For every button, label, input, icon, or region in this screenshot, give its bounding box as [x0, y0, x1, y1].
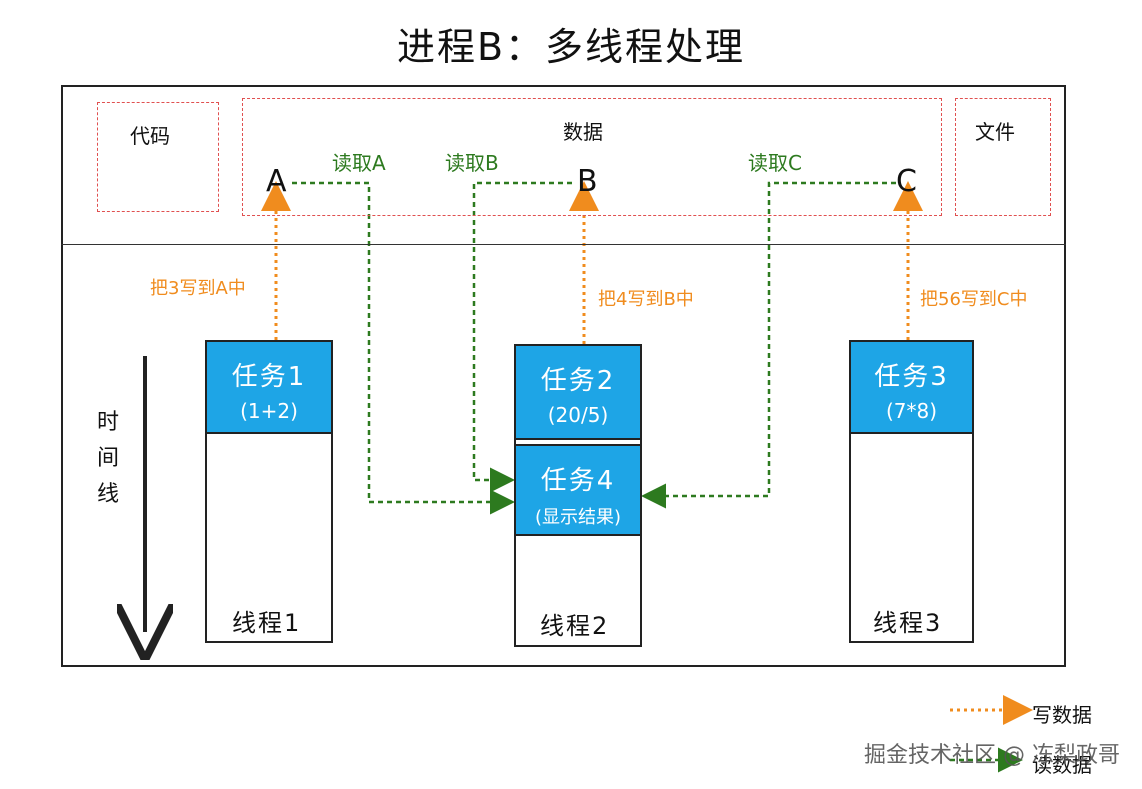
thread-1: 任务1 (1+2)	[205, 340, 333, 643]
read-label-b: 读取B	[445, 151, 499, 175]
task-4-name: 任务4	[540, 466, 616, 496]
process-box	[61, 85, 1066, 667]
data-segment	[242, 98, 942, 216]
write-label-c: 把56写到C中	[920, 289, 1028, 310]
diagram-title: 进程B：多线程处理	[396, 25, 746, 69]
read-label-c: 读取C	[748, 151, 802, 175]
read-label-a: 读取A	[332, 151, 386, 175]
thread-2: 任务2 (20/5) 任务4 (显示结果)	[514, 344, 642, 647]
task-2-expr: (20/5)	[547, 403, 609, 427]
task-1-expr: (1+2)	[240, 399, 298, 423]
task-3-expr: (7*8)	[885, 399, 938, 423]
data-item-b: B	[577, 164, 598, 199]
legend-read-label: 读数据	[1032, 753, 1092, 777]
read-arrow-a	[292, 181, 515, 515]
code-segment-label: 代码	[130, 124, 170, 148]
memory-divider	[61, 244, 1066, 245]
task-3: 任务3 (7*8)	[851, 342, 972, 434]
task-4: 任务4 (显示结果)	[516, 444, 640, 536]
task-2-name: 任务2	[540, 366, 616, 396]
task-1: 任务1 (1+2)	[207, 342, 331, 434]
write-label-a: 把3写到A中	[150, 278, 246, 299]
watermark: 掘金技术社区 @ 冻梨政哥	[864, 743, 1120, 768]
write-label-b: 把4写到B中	[598, 289, 694, 310]
read-arrow-c	[641, 181, 896, 509]
task-3-name: 任务3	[874, 362, 949, 392]
timeline-label: 时间线	[96, 410, 119, 507]
task-4-expr: (显示结果)	[534, 507, 622, 528]
data-segment-label: 数据	[563, 120, 603, 144]
file-segment	[955, 98, 1051, 216]
data-item-a: A	[266, 164, 287, 199]
data-item-c: C	[896, 164, 917, 199]
thread-3-label: 线程3	[873, 609, 943, 637]
code-segment	[97, 102, 219, 212]
task-1-name: 任务1	[231, 362, 307, 392]
read-arrow-b	[472, 181, 572, 493]
thread-3: 任务3 (7*8)	[849, 340, 974, 643]
legend-write-label: 写数据	[1032, 703, 1092, 727]
thread-2-label: 线程2	[540, 612, 610, 640]
file-segment-label: 文件	[975, 120, 1015, 144]
thread-1-label: 线程1	[232, 609, 302, 637]
task-2: 任务2 (20/5)	[516, 346, 640, 440]
